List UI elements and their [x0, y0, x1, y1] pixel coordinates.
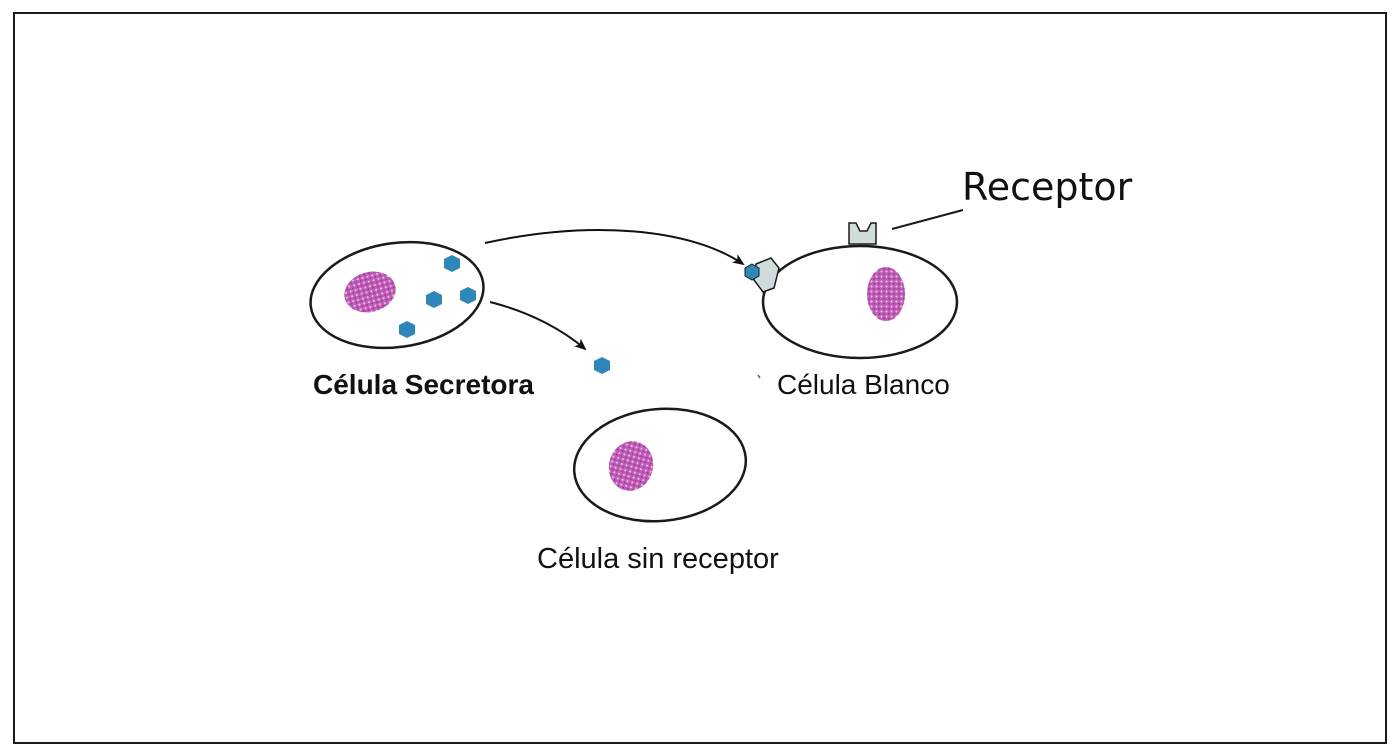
cell-without-receptor-label: Célula sin receptor — [537, 543, 779, 575]
receptor-label: Receptor — [962, 165, 1133, 209]
target-cell-label: Célula Blanco — [777, 369, 950, 400]
signal-molecule — [399, 321, 415, 338]
target-cell — [744, 209, 964, 360]
arrow-to-target-cell — [484, 229, 745, 266]
secretory-cell-membrane — [309, 240, 485, 350]
stray-mark — [757, 374, 761, 379]
signal-molecule — [460, 287, 476, 304]
cell-without-receptor-nucleus — [608, 441, 654, 491]
secretory-cell-label: Célula Secretora — [313, 369, 534, 400]
cell-without-receptor-membrane — [572, 407, 748, 523]
target-cell-nucleus — [867, 267, 905, 321]
released-signal-molecule — [594, 357, 610, 374]
secretory-cell — [309, 240, 485, 350]
signal-molecule — [426, 291, 442, 308]
cell-without-receptor — [572, 407, 748, 523]
bound-signal-molecule — [744, 263, 760, 281]
secretory-cell-nucleus — [344, 271, 396, 313]
arrow-to-released-molecule — [489, 301, 587, 351]
diagram-frame — [13, 12, 1387, 744]
signal-molecule — [444, 255, 460, 272]
receptor-icon — [848, 222, 877, 245]
bound-receptor — [753, 257, 780, 293]
target-cell-membrane — [761, 244, 959, 360]
receptor-pointer-line — [891, 209, 964, 230]
